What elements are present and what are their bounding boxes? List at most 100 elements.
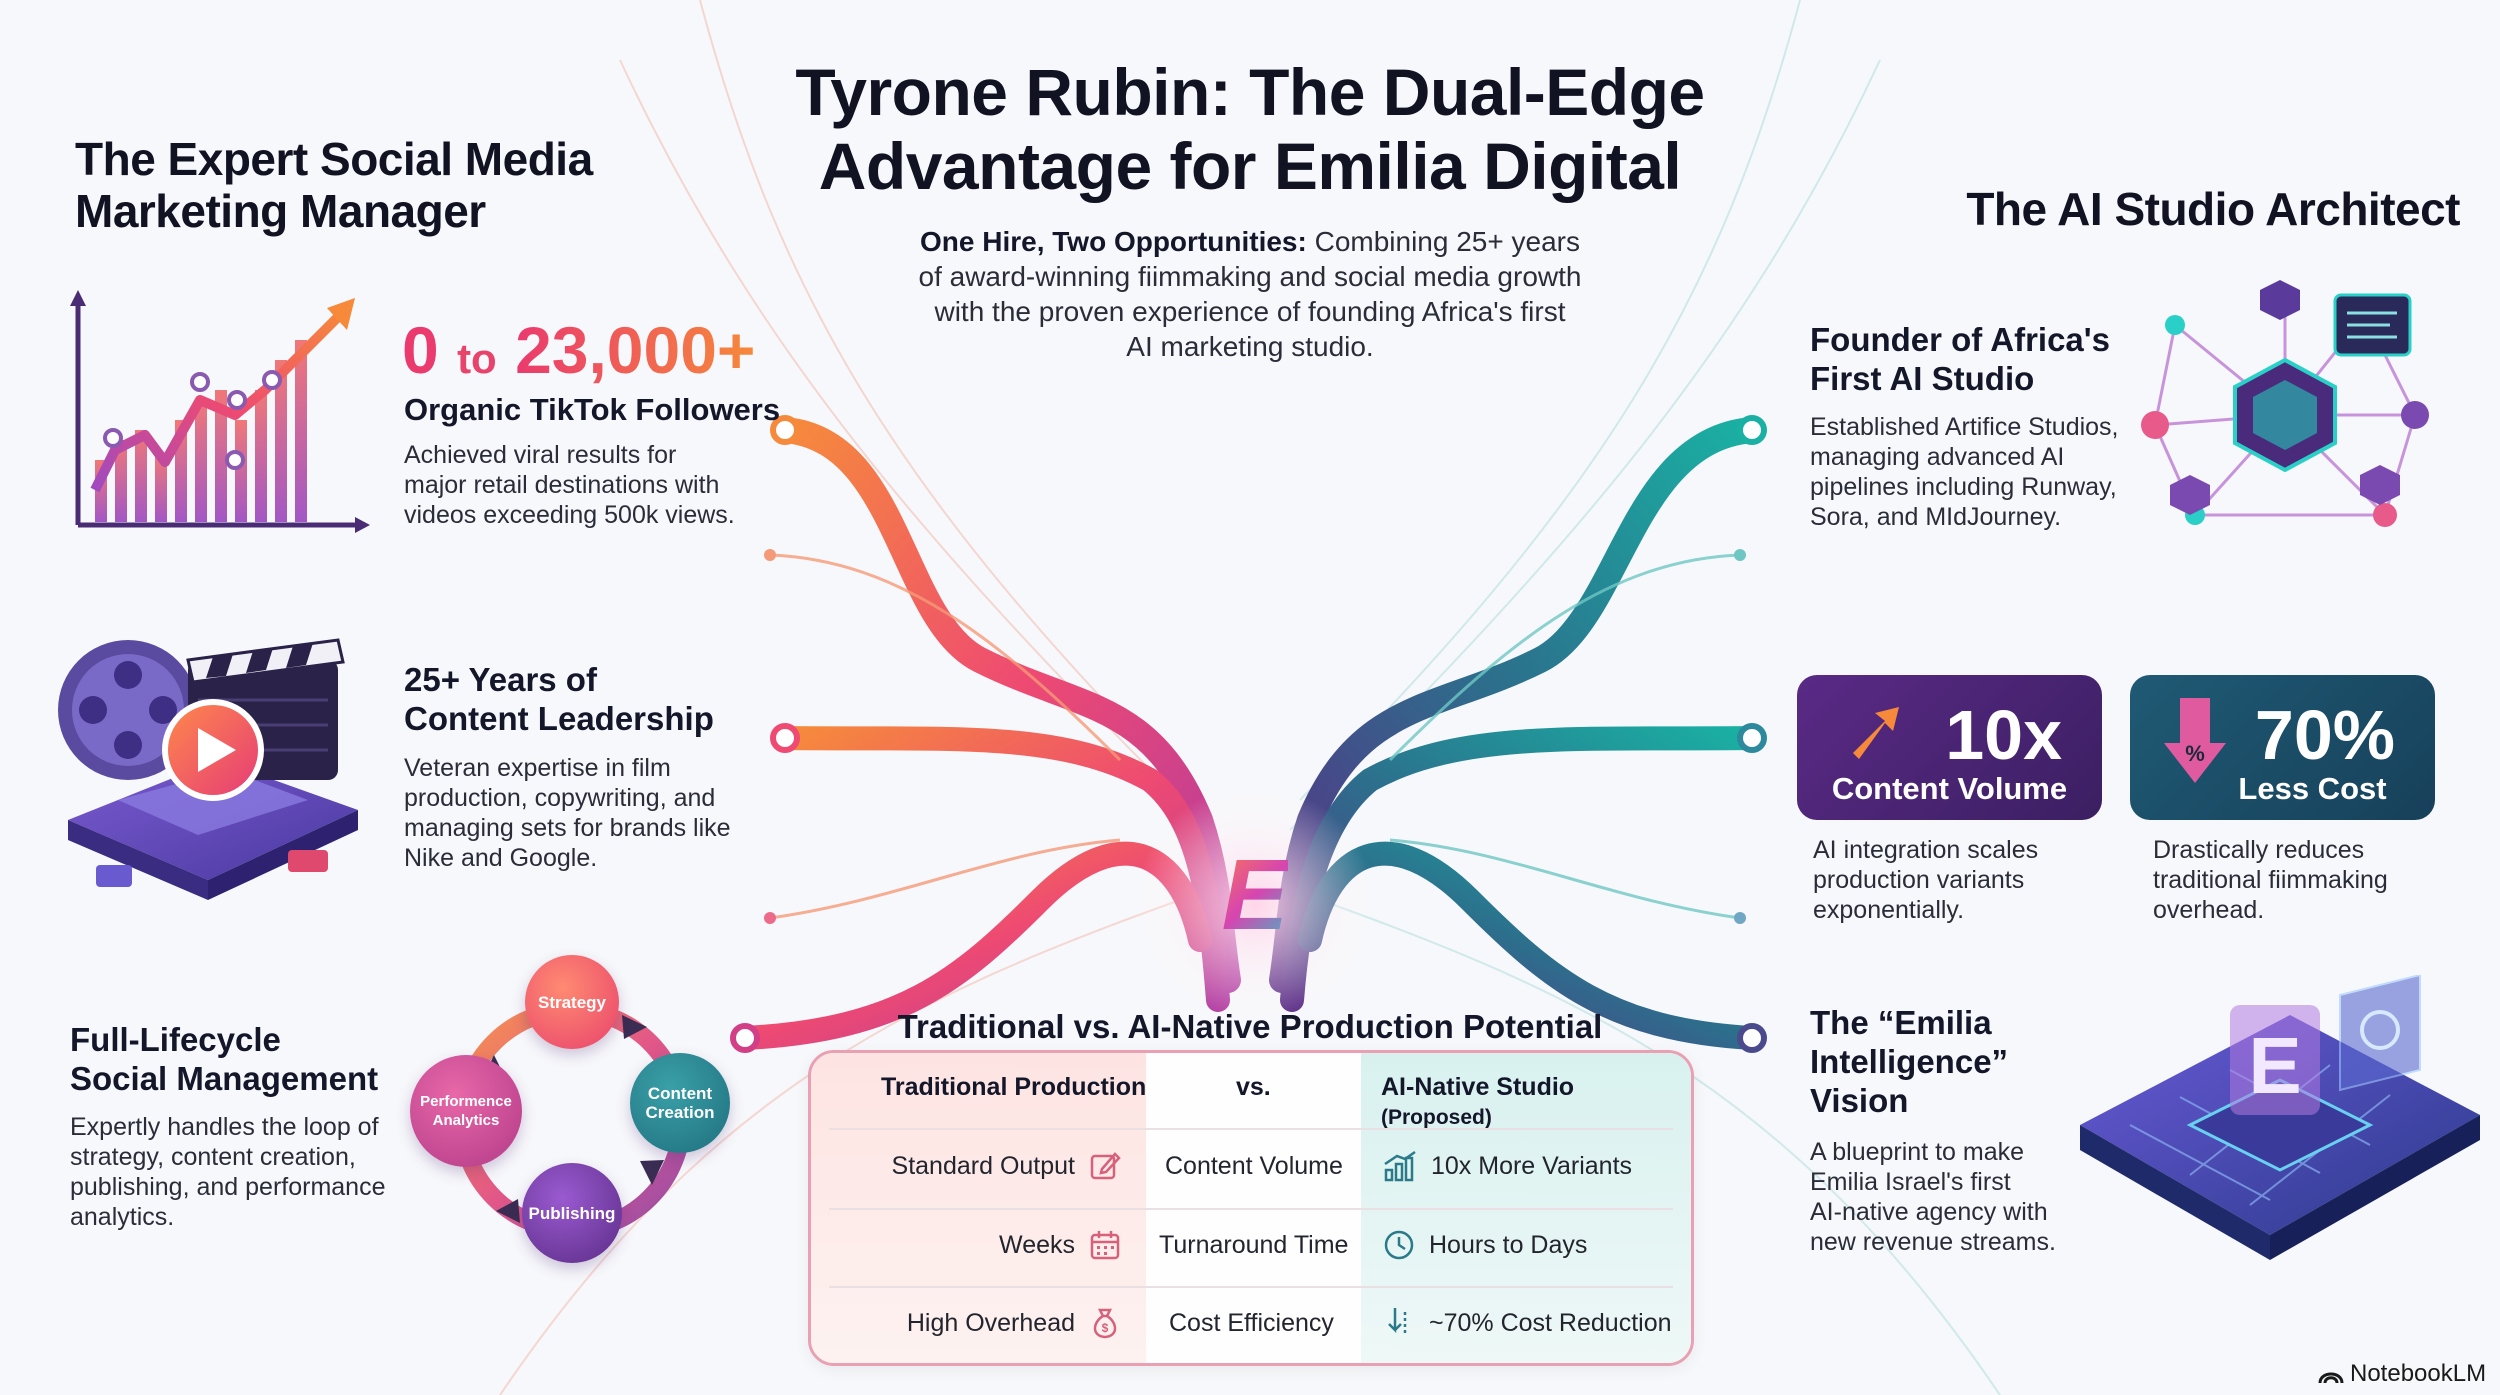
left-section-heading: The Expert Social Media Marketing Manage… [75,133,635,237]
lifecycle-body-line-4: analytics. [70,1203,175,1231]
lifecycle-heading-line-2: Social Management [70,1060,379,1097]
lifecycle-body-line-3: publishing, and performance [70,1173,386,1201]
vision-body-line-4: new revenue streams. [1810,1228,2056,1256]
ai-chip-icon: E [2080,975,2480,1260]
founder-body-line-2: managing advanced AI [1810,443,2065,471]
cost-body-line-1: Drastically reduces [2153,836,2365,864]
table-row-2-traditional: Weeks [811,1225,1121,1265]
volume-body-line-2: production variants [1813,866,2025,894]
svg-text:E: E [2248,1021,2301,1110]
table-row-3-metric: Cost Efficiency [1169,1303,1334,1343]
stat-body-line-3: videos exceeding 500k views. [404,501,735,529]
cycle-strategy: Strategy [525,955,619,1049]
lifecycle-heading: Full-Lifecycle Social Management [70,1020,410,1098]
table-row-3-traditional: High Overhead $ [811,1303,1121,1343]
page-title-line-1: Tyrone Rubin: The Dual-Edge [795,55,1705,129]
left-heading-line-2: Marketing Manager [75,185,486,237]
row-2-metric-text: Turnaround Time [1159,1230,1349,1259]
right-section-heading: The AI Studio Architect [1966,183,2460,235]
row-divider [829,1208,1673,1210]
less-cost-label: Less Cost [2238,771,2387,806]
content-volume-label: Content Volume [1831,771,2068,806]
growth-chart-icon [70,290,370,533]
years-body-line-3: managing sets for brands like [404,814,731,842]
intro-bold: One Hire, Two Opportunities: [920,226,1307,257]
cost-body-line-3: overhead. [2153,896,2265,924]
intro-text: One Hire, Two Opportunities: Combining 2… [870,224,1630,364]
row-1-traditional-text: Standard Output [891,1151,1075,1180]
content-leadership-description: Veteran expertise in film production, co… [404,753,774,873]
lifecycle-body-line-2: strategy, content creation, [70,1143,356,1171]
row-divider [829,1128,1673,1130]
table-header-ai: AI-Native Studio (Proposed) [1381,1073,1691,1131]
cycle-performance-line-1: Performence [420,1093,512,1110]
row-3-ai-text: ~70% Cost Reduction [1429,1308,1672,1337]
table-row-1-ai: 10x More Variants [1383,1146,1632,1186]
row-3-traditional-text: High Overhead [906,1308,1075,1337]
less-cost-card: % 70% Less Cost [2130,675,2435,820]
arrow-down-icon [1388,1308,1407,1336]
years-body-line-1: Veteran expertise in film [404,754,671,782]
founder-heading-line-1: Founder of Africa's [1810,321,2110,358]
founder-heading-line-2: First AI Studio [1810,360,2035,397]
cycle-content-line-2: Creation [645,1103,715,1122]
vision-body-line-3: AI-native agency with [1810,1198,2048,1226]
stat-description: Achieved viral results for major retail … [404,440,774,530]
percent-down-icon: % [2164,698,2226,783]
row-1-metric-text: Content Volume [1165,1151,1343,1180]
emilia-logo: E [1200,838,1310,951]
vision-heading-line-2: Intelligence” [1810,1043,2009,1080]
cycle-publishing: Publishing [522,1163,622,1263]
table-row-2-ai: Hours to Days [1383,1225,1587,1265]
arrow-up-icon [1853,707,1899,759]
table-header-vs: vs. [1236,1073,1271,1101]
cycle-strategy-label: Strategy [537,992,607,1012]
intro-line-3: with the proven experience of founding A… [934,296,1566,327]
table-header-ai-note: (Proposed) [1381,1106,1492,1129]
founder-description: Established Artifice Studios, managing a… [1810,412,2150,532]
svg-text:%: % [2185,741,2205,766]
table-row-1-metric: Content Volume [1165,1146,1343,1186]
stat-from: 0 [402,313,439,387]
stat-body-line-2: major retail destinations with [404,471,720,499]
stat-body-line-1: Achieved viral results for [404,441,677,469]
row-3-metric-text: Cost Efficiency [1169,1308,1334,1337]
table-row-2-metric: Turnaround Time [1159,1225,1348,1265]
years-heading-line-1: 25+ Years of [404,661,597,698]
film-production-icon [58,638,358,900]
row-2-traditional-text: Weeks [999,1230,1075,1259]
founder-body-line-3: pipelines including Runway, [1810,473,2117,501]
page-title-line-2: Advantage for Emilia Digital [818,129,1682,203]
intro-line-2: of award-winning fiimmaking and social m… [918,261,1582,292]
less-cost-value: 70% [2254,696,2395,774]
vision-heading: The “Emilia Intelligence” Vision [1810,1003,2110,1120]
founder-body-line-1: Established Artifice Studios, [1810,413,2119,441]
volume-body-line-1: AI integration scales [1813,836,2039,864]
founder-heading: Founder of Africa's First AI Studio [1810,320,2150,398]
less-cost-description: Drastically reduces traditional fiimmaki… [2153,835,2433,925]
table-header-ai-label: AI-Native Studio [1381,1073,1575,1101]
years-body-line-4: Nike and Google. [404,844,598,872]
left-heading-line-1: The Expert Social Media [75,133,593,185]
stat-value: 23,000+ [515,313,756,387]
lifecycle-description: Expertly handles the loop of strategy, c… [70,1112,400,1232]
cycle-performance-line-2: Analytics [432,1112,500,1129]
calendar-icon [1090,1231,1120,1260]
comparison-table: Traditional Production vs. AI-Native Stu… [808,1050,1694,1366]
stat-to-word: to [457,335,497,382]
cycle-content-line-1: Content [647,1084,713,1103]
vision-description: A blueprint to make Emilia Israel's firs… [1810,1137,2100,1257]
table-row-3-ai: ~70% Cost Reduction [1383,1303,1672,1343]
vision-heading-line-1: The “Emilia [1810,1004,1992,1041]
row-1-ai-text: 10x More Variants [1431,1151,1633,1180]
page-title: Tyrone Rubin: The Dual-Edge Advantage fo… [640,55,1860,203]
intro-line-1: Combining 25+ years [1306,226,1580,257]
vision-body-line-1: A blueprint to make [1810,1138,2025,1166]
content-volume-description: AI integration scales production variant… [1813,835,2083,925]
content-leadership-heading: 25+ Years of Content Leadership [404,660,794,738]
emilia-logo-letter: E [1221,838,1289,951]
vision-body-line-2: Emilia Israel's first [1810,1168,2011,1196]
